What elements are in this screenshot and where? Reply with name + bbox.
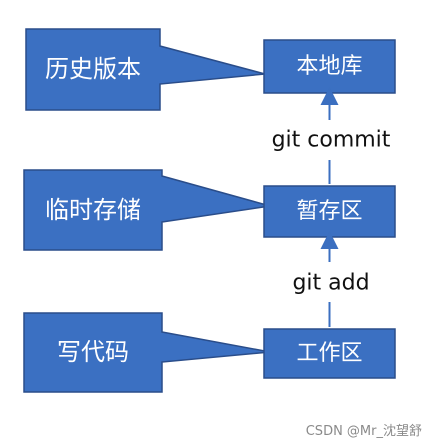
callout-history: 历史版本	[25, 28, 266, 111]
staging-area-box: 暂存区	[263, 185, 396, 238]
callout-history-shape	[25, 28, 266, 111]
workspace-label: 工作区	[296, 341, 362, 366]
watermark: CSDN @Mr_沈望舒	[305, 424, 422, 439]
callout-staging: 临时存储	[23, 169, 271, 251]
local-repo-label: 本地库	[296, 54, 362, 79]
git-add-label: git add	[292, 271, 369, 296]
callout-code-label: 写代码	[57, 338, 129, 366]
callout-staging-label: 临时存储	[45, 196, 141, 224]
workspace-box: 工作区	[263, 328, 396, 379]
local-repo-box: 本地库	[263, 39, 396, 94]
local-repo-rect	[263, 39, 396, 94]
callout-history-label: 历史版本	[45, 55, 141, 83]
callout-staging-shape	[23, 169, 271, 251]
callout-code-shape	[23, 312, 271, 393]
git-commit-label: git commit	[272, 128, 391, 153]
staging-area-rect	[263, 185, 396, 238]
callout-code: 写代码	[23, 312, 271, 393]
workspace-rect	[263, 328, 396, 379]
staging-area-label: 暂存区	[296, 199, 362, 224]
